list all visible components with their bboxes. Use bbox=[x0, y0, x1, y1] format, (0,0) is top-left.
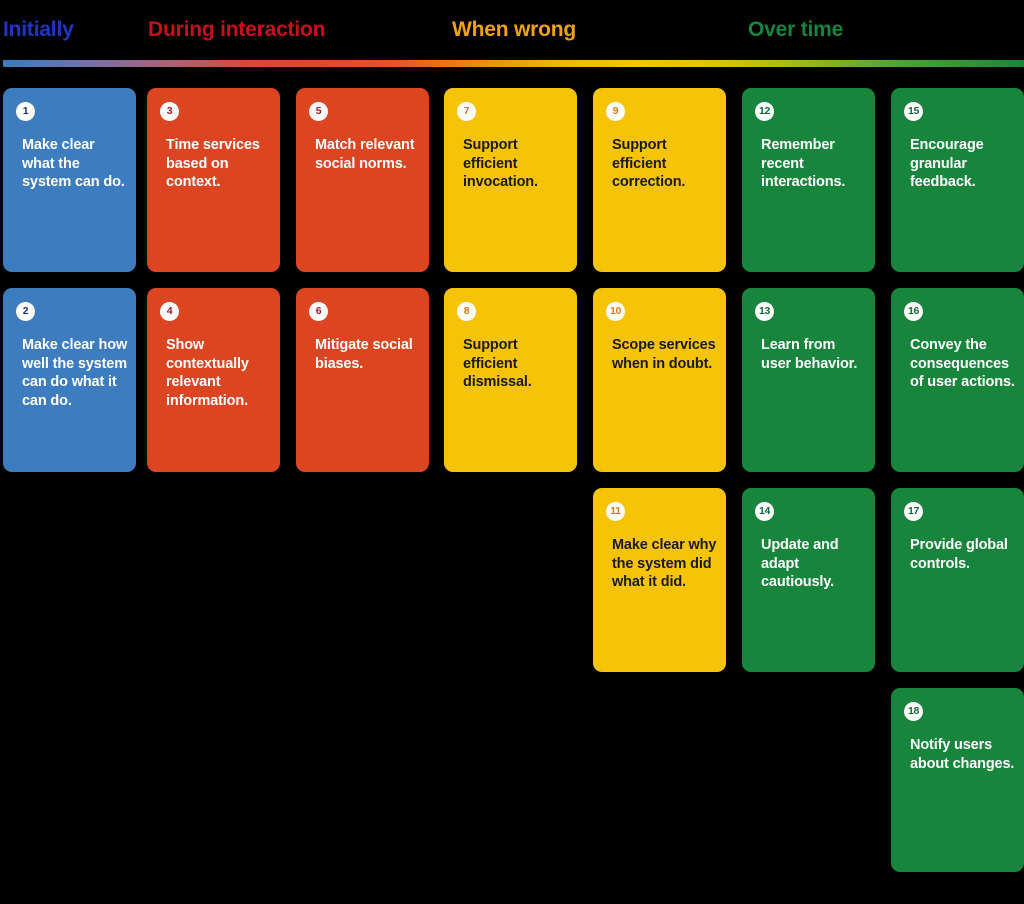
guideline-card-text: Support efficient invocation. bbox=[463, 137, 538, 191]
guideline-number-badge: 6 bbox=[309, 302, 328, 321]
phase-header: Initially During interaction When wrong Ove… bbox=[0, 0, 1024, 56]
guideline-number-badge: 4 bbox=[160, 302, 179, 321]
guideline-number-badge: 8 bbox=[457, 302, 476, 321]
guideline-card-text: Match relevant social norms. bbox=[315, 137, 415, 172]
guideline-number-badge: 16 bbox=[904, 302, 923, 321]
guideline-card-text: Provide global controls. bbox=[910, 537, 1008, 572]
guideline-card-text: Make clear how well the system can do wh… bbox=[22, 337, 128, 410]
guideline-number-badge: 18 bbox=[904, 702, 923, 721]
phase-label-when-wrong: When wrong bbox=[452, 18, 576, 41]
guideline-number-badge: 11 bbox=[606, 502, 625, 521]
guideline-card-text: Encourage granular feedback. bbox=[910, 137, 984, 191]
guideline-card-text: Update and adapt cautiously. bbox=[761, 537, 839, 591]
guideline-card-text: Scope services when in doubt. bbox=[612, 337, 716, 372]
guideline-card-text: Convey the consequences of user actions. bbox=[910, 337, 1015, 391]
guideline-card-text: Learn from user behavior. bbox=[761, 337, 858, 372]
guideline-number-badge: 9 bbox=[606, 102, 625, 121]
guideline-number-badge: 12 bbox=[755, 102, 774, 121]
guideline-number-badge: 17 bbox=[904, 502, 923, 521]
guideline-card-text: Remember recent interactions. bbox=[761, 137, 846, 191]
guideline-card-text: Support efficient dismissal. bbox=[463, 337, 532, 391]
phase-gradient-rule bbox=[3, 60, 1024, 67]
guideline-card-text: Mitigate social biases. bbox=[315, 337, 413, 372]
guideline-number-badge: 2 bbox=[16, 302, 35, 321]
guideline-number-badge: 1 bbox=[16, 102, 35, 121]
guideline-number-badge: 14 bbox=[755, 502, 774, 521]
phase-label-initially: Initially bbox=[3, 18, 74, 41]
guideline-number-badge: 13 bbox=[755, 302, 774, 321]
guideline-card-text: Support efficient correction. bbox=[612, 137, 686, 191]
guideline-card-text: Notify users about changes. bbox=[910, 737, 1015, 772]
guideline-number-badge: 15 bbox=[904, 102, 923, 121]
guideline-card-text: Make clear what the system can do. bbox=[22, 137, 125, 191]
guideline-card-text: Make clear why the system did what it di… bbox=[612, 537, 717, 591]
guideline-number-badge: 5 bbox=[309, 102, 328, 121]
guideline-number-badge: 10 bbox=[606, 302, 625, 321]
guideline-card-text: Time services based on context. bbox=[166, 137, 260, 191]
guideline-number-badge: 3 bbox=[160, 102, 179, 121]
guideline-card-text: Show contextually relevant information. bbox=[166, 337, 249, 410]
phase-label-during-interaction: During interaction bbox=[148, 18, 326, 41]
phase-label-over-time: Over time bbox=[748, 18, 844, 41]
guideline-number-badge: 7 bbox=[457, 102, 476, 121]
